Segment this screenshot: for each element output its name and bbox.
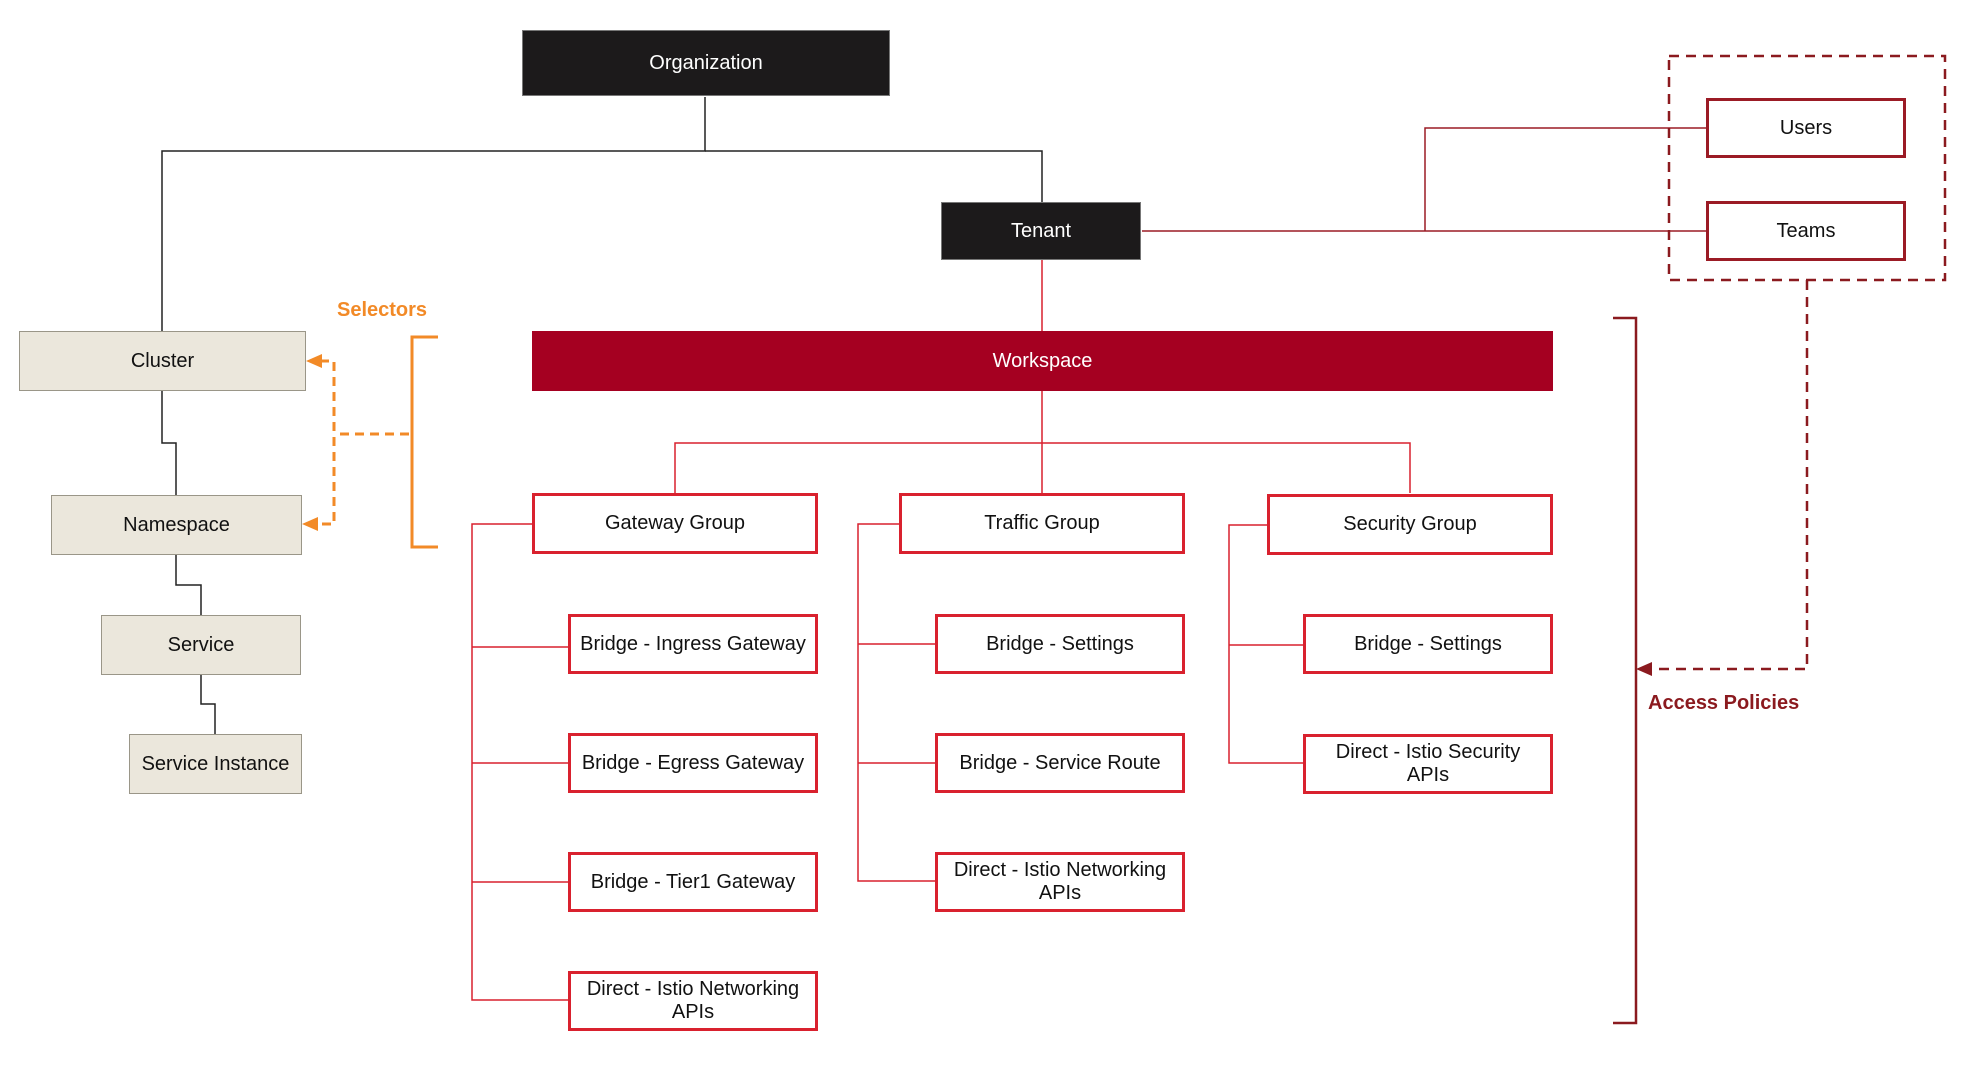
- security-settings-node: Bridge - Settings: [1303, 614, 1553, 674]
- access-bracket: [1613, 316, 1638, 1025]
- namespace-arrowhead: [302, 517, 318, 531]
- gateway-tier1-node: Bridge - Tier1 Gateway: [568, 852, 818, 912]
- service-node: Service: [101, 615, 301, 675]
- gateway-ingress-node: Bridge - Ingress Gateway: [568, 614, 818, 674]
- cluster-arrowhead: [306, 354, 322, 368]
- workspace-groups-connector: [674, 442, 1411, 493]
- traffic-group-node: Traffic Group: [899, 493, 1185, 554]
- selectors-dashes: [318, 359, 336, 526]
- cluster-namespace-connector: [161, 391, 177, 495]
- users-node: Users: [1706, 98, 1906, 158]
- traffic-direct-node: Direct - Istio Networking APIs: [935, 852, 1185, 912]
- namespace-node: Namespace: [51, 495, 302, 555]
- access-arrow-line: [1650, 280, 1809, 671]
- security-direct-node: Direct - Istio Security APIs: [1303, 734, 1553, 794]
- access-policies-label: Access Policies: [1648, 692, 1800, 714]
- namespace-service-connector: [175, 555, 202, 615]
- selectors-bracket: [410, 335, 438, 549]
- gateway-egress-node: Bridge - Egress Gateway: [568, 733, 818, 793]
- teams-node: Teams: [1706, 201, 1906, 261]
- cluster-node: Cluster: [19, 331, 306, 391]
- traffic-settings-node: Bridge - Settings: [935, 614, 1185, 674]
- gateway-direct-node: Direct - Istio Networking APIs: [568, 971, 818, 1031]
- workspace-node: Workspace: [532, 331, 1553, 391]
- org-connector: [161, 97, 706, 331]
- users-connector: [1424, 127, 1706, 231]
- service-instance-node: Service Instance: [129, 734, 302, 794]
- security-group-node: Security Group: [1267, 494, 1553, 555]
- service-instance-connector: [200, 675, 216, 734]
- gateway-group-node: Gateway Group: [532, 493, 818, 554]
- traffic-route-node: Bridge - Service Route: [935, 733, 1185, 793]
- security-branch: [1228, 524, 1303, 764]
- tenant-node: Tenant: [941, 202, 1141, 260]
- selectors-label: Selectors: [337, 299, 428, 321]
- gateway-branch: [471, 523, 568, 1001]
- organization-node: Organization: [522, 30, 890, 96]
- access-arrowhead: [1636, 662, 1652, 676]
- org-tenant-connector: [705, 150, 1043, 202]
- traffic-branch: [857, 523, 935, 882]
